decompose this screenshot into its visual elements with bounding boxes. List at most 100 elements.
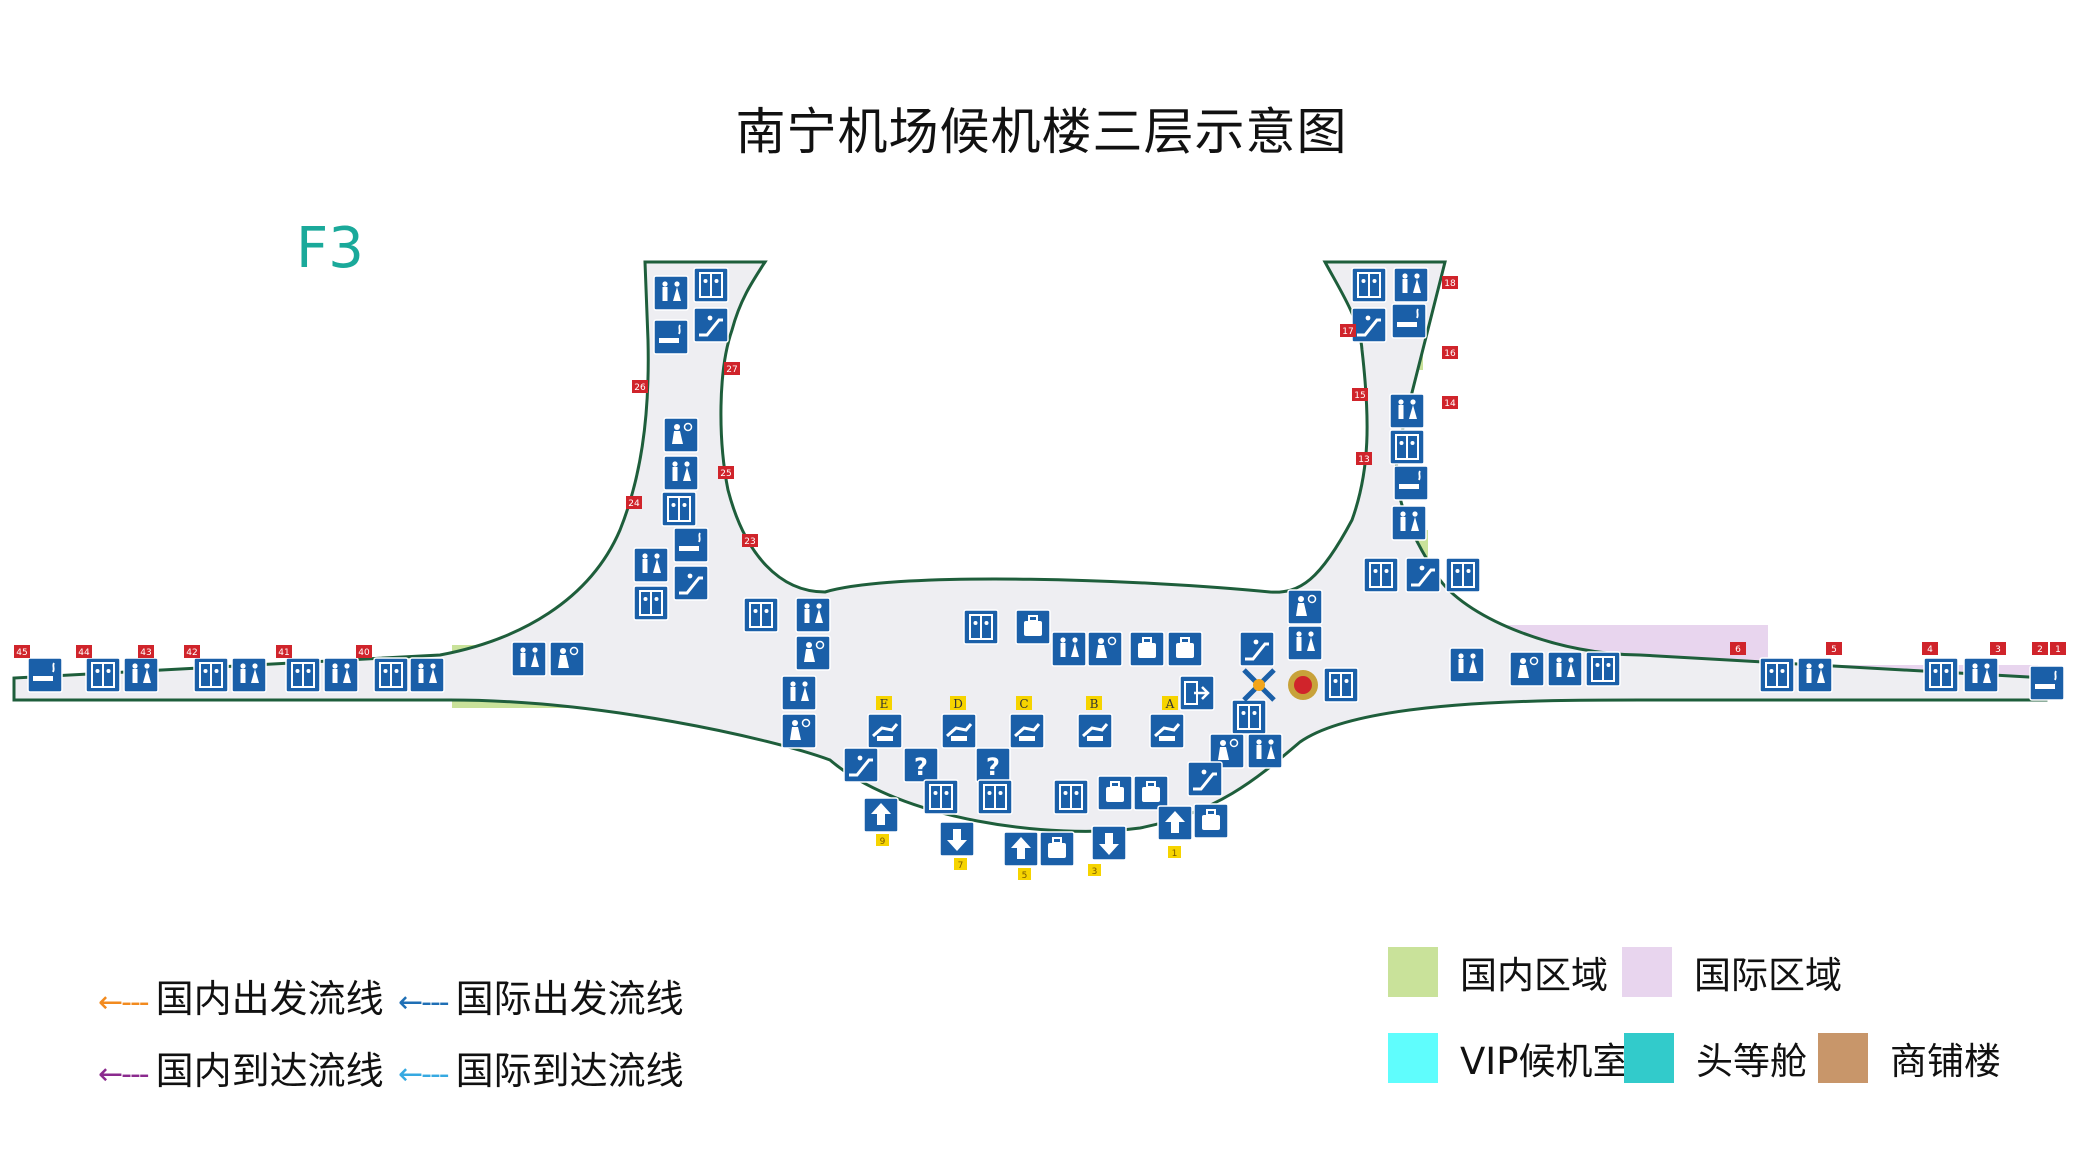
glyph xyxy=(672,467,678,481)
escalator-icon xyxy=(693,307,729,343)
glyph xyxy=(1194,686,1210,700)
glyph xyxy=(95,669,100,673)
counter-letter: A xyxy=(1165,697,1175,711)
glyph xyxy=(764,609,769,613)
glyph xyxy=(1154,723,1181,738)
glyph xyxy=(804,603,810,609)
map-title: 南宁机场候机楼三层示意图 xyxy=(735,103,1348,161)
glyph xyxy=(1411,568,1435,587)
gate-badge xyxy=(718,466,734,479)
glyph xyxy=(1818,663,1824,669)
icon-tile xyxy=(673,527,709,563)
glyph xyxy=(1568,657,1574,663)
glyph xyxy=(1253,679,1265,691)
counter-letter: C xyxy=(1019,697,1028,711)
boarding-gate-1: 1 xyxy=(1168,846,1181,859)
elevator-icon xyxy=(963,609,999,645)
gate-number: 17 xyxy=(1342,327,1353,337)
glyph xyxy=(683,467,691,481)
escalator-icon xyxy=(673,565,709,601)
restroom-icon xyxy=(781,675,817,711)
information-icon: ? xyxy=(975,747,1011,783)
legend-swatch xyxy=(1388,1033,1438,1083)
legend-vip-lounge: VIP候机室 xyxy=(1388,1032,1630,1084)
icon-tile xyxy=(903,747,939,783)
dashed-arrow-icon: ←--- xyxy=(398,985,450,1020)
gate-marker-17: 17 xyxy=(1340,324,1356,337)
glyph xyxy=(1159,736,1175,741)
glyph xyxy=(671,503,676,507)
glyph xyxy=(1780,669,1785,673)
restroom-icon xyxy=(1287,625,1323,661)
glyph xyxy=(672,431,683,444)
glyph xyxy=(1556,657,1562,663)
icon-tile xyxy=(549,641,585,677)
glyph xyxy=(654,597,659,601)
glyph xyxy=(520,653,526,667)
glyph xyxy=(642,559,648,573)
nursery-room-icon xyxy=(663,417,699,453)
glyph xyxy=(707,315,713,321)
elevator-icon xyxy=(693,267,729,303)
glyph xyxy=(1267,745,1275,759)
glyph xyxy=(792,720,798,726)
glyph xyxy=(203,669,208,673)
glyph xyxy=(1193,772,1217,791)
gate-marker-1: 1 xyxy=(2050,642,2066,655)
escalator-icon xyxy=(843,747,879,783)
check-in-zone-E: E xyxy=(876,696,892,711)
nursery-room-icon xyxy=(1087,631,1123,667)
gate-number: 40 xyxy=(358,648,370,658)
baggage-icon xyxy=(1167,631,1203,667)
glyph xyxy=(1410,441,1415,445)
restroom-icon xyxy=(123,657,159,693)
baggage-icon xyxy=(1193,803,1229,839)
flow-line-domestic-departure: ←---国内出发流线 xyxy=(98,968,384,1023)
glyph xyxy=(1397,322,1417,327)
glyph xyxy=(1357,318,1381,337)
glyph xyxy=(1402,279,1408,293)
glyph xyxy=(1933,669,1938,673)
escalator-icon xyxy=(1187,761,1223,797)
glyph xyxy=(679,576,703,595)
smoking-room-icon xyxy=(2029,665,2065,701)
glyph xyxy=(1011,837,1031,859)
gate-number: 23 xyxy=(744,537,755,547)
elevator-icon xyxy=(1231,699,1267,735)
glyph xyxy=(1373,569,1378,573)
glyph xyxy=(815,609,823,623)
glyph xyxy=(1165,811,1185,833)
glyph xyxy=(1455,569,1460,573)
glyph xyxy=(214,669,219,673)
icon-tile xyxy=(1393,465,1429,501)
glyph xyxy=(1072,637,1078,643)
gate-marker-25: 25 xyxy=(718,466,734,479)
glyph xyxy=(569,646,579,656)
icon-tile xyxy=(511,641,547,677)
icon-tile xyxy=(1393,267,1429,303)
legend-label: 国际区域 xyxy=(1694,954,1842,997)
glyph xyxy=(1398,399,1404,405)
gate-marker-4: 4 xyxy=(1922,642,1938,655)
gate-number: 24 xyxy=(628,499,640,509)
glyph xyxy=(1398,405,1404,419)
legend-international-area: 国际区域 xyxy=(1622,946,1842,998)
gate-marker-2: 2 xyxy=(2032,642,2048,655)
gate-number: 2 xyxy=(2037,645,2043,655)
glyph xyxy=(2054,670,2057,681)
icon-tile xyxy=(1389,393,1425,429)
glyph xyxy=(1817,669,1825,683)
gate-number: 25 xyxy=(720,469,731,479)
icon-tile xyxy=(1391,303,1427,339)
gate-badge xyxy=(138,645,154,658)
glyph xyxy=(1206,809,1216,816)
glyph xyxy=(1399,484,1419,489)
legend-label: 商铺楼 xyxy=(1890,1040,2001,1083)
gate-badge xyxy=(1352,388,1368,401)
gate-number: 4 xyxy=(1927,645,1933,655)
restroom-icon xyxy=(633,547,669,583)
elevator-icon xyxy=(1445,557,1481,593)
glyph xyxy=(332,663,338,669)
glyph xyxy=(801,718,811,728)
